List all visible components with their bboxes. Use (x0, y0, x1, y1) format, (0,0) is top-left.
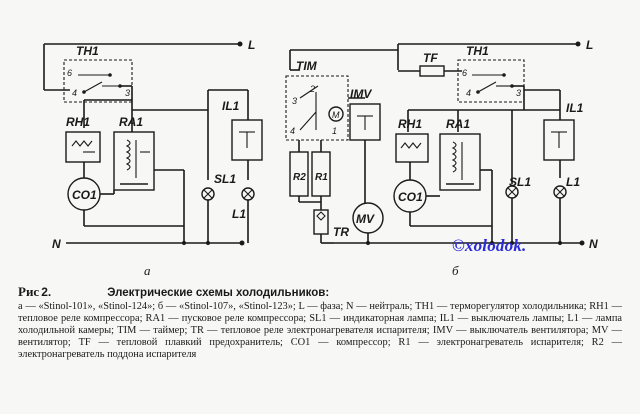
indicator-label-b: SL1 (509, 175, 531, 189)
heater-relay-b (313, 209, 329, 235)
timer-b (285, 75, 349, 141)
terminal-L-b (575, 41, 581, 47)
indicator-label-a: SL1 (214, 172, 236, 186)
pin-4-a: 4 (72, 88, 77, 98)
sub-label-a: а (144, 263, 151, 278)
timer-pin-2: 2 (309, 84, 315, 94)
lamp-switch-label-a: IL1 (222, 99, 240, 113)
start-relay-label-b: RA1 (446, 117, 470, 131)
watermark: ©xolodok. (452, 236, 527, 255)
overload-relay-a (65, 131, 101, 163)
start-relay-b (439, 133, 481, 191)
phase-label-b: L (586, 38, 593, 52)
terminal-N-b (579, 240, 585, 246)
fan-switch-label: IMV (350, 87, 372, 101)
fan-label: MV (356, 212, 375, 226)
terminal-N-a (239, 240, 245, 246)
th-pin-3-b: 3 (516, 88, 521, 98)
overload-label-a: RH1 (66, 115, 90, 129)
start-relay-a (113, 131, 155, 191)
fuse-b (419, 65, 445, 77)
figure-number: 2. (41, 285, 52, 299)
fuse-label: TF (423, 51, 438, 65)
timer-pin-4: 4 (290, 126, 295, 136)
timer-motor-label: M (332, 110, 340, 120)
thermostat-b (457, 59, 525, 103)
compressor-label-b: CO1 (398, 190, 423, 204)
sub-label-b: б (452, 263, 459, 278)
pin-3-a: 3 (125, 88, 130, 98)
overload-relay-b (395, 133, 429, 163)
phase-label-a: L (248, 38, 255, 52)
timer-pin-3: 3 (292, 96, 297, 106)
thermostat-label-b: TH1 (466, 44, 489, 58)
timer-label-b: TIM (296, 59, 318, 73)
timer-motor-b (328, 106, 344, 122)
thermostat-label-a: TH1 (76, 44, 99, 58)
neutral-label-a: N (52, 237, 61, 251)
diagram-a: L N TH1 6 4 3 RH1 RA1 (43, 38, 263, 278)
cabinet-lamp-label-b: L1 (566, 175, 580, 189)
heater-pan-label: R2 (293, 172, 306, 183)
figure-title: Электрические схемы холодильников: (107, 287, 330, 299)
cabinet-lamp-label-a: L1 (232, 207, 246, 221)
pin-6-a: 6 (67, 68, 72, 78)
figure-description: а — «Stinol-101», «Stinol-124»; б — «Sti… (18, 301, 622, 361)
start-relay-label-a: RA1 (119, 115, 143, 129)
overload-label-b: RH1 (398, 117, 422, 131)
heater-evap-label: R1 (315, 172, 328, 183)
terminal-L-a (237, 41, 243, 47)
heater-relay-label: TR (333, 225, 349, 239)
timer-pin-1: 1 (332, 126, 337, 136)
lamp-switch-label-b: IL1 (566, 101, 584, 115)
th-pin-6-b: 6 (462, 68, 467, 78)
diagram-b: L N TIM 2 3 4 1 M R2 R1 TR (285, 38, 598, 278)
neutral-label-b: N (589, 237, 598, 251)
compressor-label-a: CO1 (72, 188, 97, 202)
th-pin-4-b: 4 (466, 88, 471, 98)
figure-label: Рис (18, 284, 40, 299)
